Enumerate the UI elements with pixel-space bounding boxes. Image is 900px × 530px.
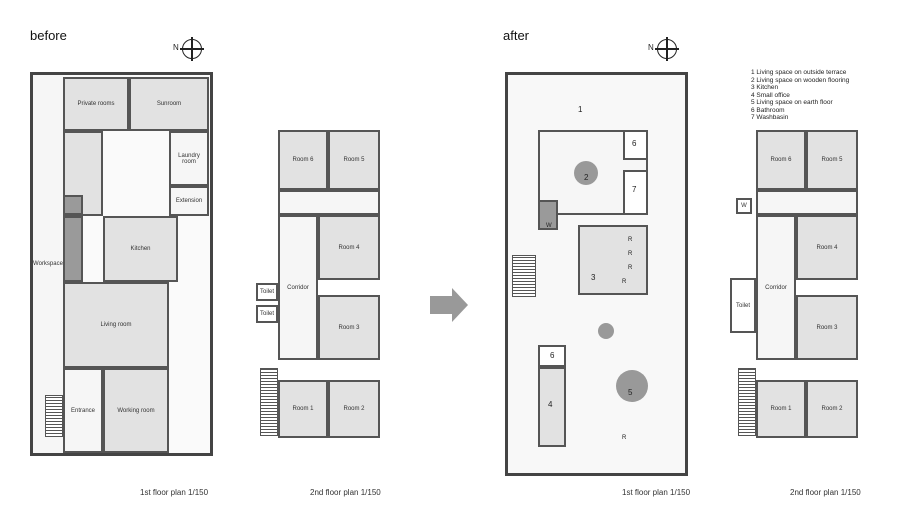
- label-r: R: [628, 265, 633, 271]
- corridor: Corridor: [278, 215, 318, 360]
- label-1: 1: [578, 105, 583, 114]
- legend: 1 Living space on outside terrace 2 Livi…: [751, 69, 849, 122]
- legend-item: 2 Living space on wooden flooring: [751, 76, 850, 84]
- room-sunroom: Sunroom: [129, 77, 209, 131]
- label-w: W: [546, 223, 552, 229]
- storage: [63, 216, 83, 282]
- table: [616, 370, 648, 402]
- legend-item: 1 Living space on outside terrace: [751, 69, 847, 76]
- room-5: Room 5: [806, 130, 858, 190]
- north-compass-icon: N: [173, 37, 204, 61]
- label-2: 2: [584, 173, 589, 182]
- stairs: [45, 395, 63, 437]
- toilet: Toilet: [730, 278, 756, 333]
- room-kitchen: Kitchen: [103, 216, 178, 282]
- bathroom: [623, 130, 648, 160]
- label-4: 4: [548, 400, 553, 409]
- hallway: [278, 190, 380, 215]
- before-first-floor-plan: Workspace Private rooms Sunroom Laundry …: [30, 72, 213, 456]
- corridor: Corridor: [756, 215, 796, 360]
- after-second-floor-plan: Room 6 Room 5 W Room 4 Corridor Toilet R…: [728, 128, 863, 440]
- room-4: Room 4: [318, 215, 380, 280]
- kitchen: [578, 225, 648, 295]
- room-2: Room 2: [328, 380, 380, 438]
- after-heading: after: [503, 28, 530, 43]
- hallway: [756, 190, 858, 215]
- room-1: Room 1: [278, 380, 328, 438]
- before-first-floor-caption: 1st floor plan 1/150: [140, 488, 209, 497]
- room-4: Room 4: [796, 215, 858, 280]
- storage: [538, 200, 558, 230]
- legend-item: 4 Small office: [751, 91, 790, 99]
- label-3: 3: [591, 273, 596, 282]
- toilet: Toilet: [256, 283, 278, 301]
- legend-item: 7 Washbasin: [751, 114, 789, 121]
- label-5: 5: [628, 388, 633, 397]
- washbasin: [623, 170, 648, 215]
- room-extension: Extension: [169, 186, 209, 216]
- table: [598, 323, 614, 339]
- room-1: Room 1: [756, 380, 806, 438]
- label-7: 7: [632, 185, 637, 194]
- bathroom-small: [538, 345, 566, 367]
- room-workspace: Workspace: [33, 75, 63, 453]
- label-r: R: [622, 435, 627, 441]
- label-6: 6: [632, 139, 637, 148]
- legend-item: 3 Kitchen: [751, 84, 779, 91]
- room-3: Room 3: [796, 295, 858, 360]
- arrow-right-icon: [430, 288, 468, 322]
- after-first-floor-caption: 1st floor plan 1/150: [622, 488, 691, 497]
- room-entrance: Entrance: [63, 368, 103, 453]
- storage: [63, 195, 83, 215]
- room-6: Room 6: [756, 130, 806, 190]
- label-r: R: [622, 279, 627, 285]
- stairs: [512, 255, 536, 297]
- after-second-floor-caption: 2nd floor plan 1/150: [790, 488, 861, 497]
- legend-item: 5 Living space on earth floor: [751, 99, 833, 106]
- legend-item: 6 Bathroom: [751, 106, 785, 114]
- table: [574, 161, 598, 185]
- room-private-rooms: Private rooms: [63, 77, 129, 131]
- label-6: 6: [550, 351, 555, 360]
- north-compass-icon: N: [648, 37, 679, 61]
- room-5: Room 5: [328, 130, 380, 190]
- label-r: R: [628, 251, 633, 257]
- before-second-floor-caption: 2nd floor plan 1/150: [310, 488, 381, 497]
- room-laundry: Laundry room: [169, 131, 209, 186]
- washer: W: [736, 198, 752, 214]
- after-first-floor-plan: 1 2 3 4 5 6 7 6 W R R R R R: [505, 72, 688, 476]
- room-working: Working room: [103, 368, 169, 453]
- room-6: Room 6: [278, 130, 328, 190]
- stairs: [260, 368, 278, 436]
- toilet: Toilet: [256, 305, 278, 323]
- before-second-floor-plan: Room 6 Room 5 Room 4 Corridor Toilet Toi…: [250, 128, 385, 440]
- room-2: Room 2: [806, 380, 858, 438]
- room-living: Living room: [63, 282, 169, 368]
- small-office: [538, 367, 566, 447]
- before-heading: before: [30, 28, 67, 43]
- stairs: [738, 368, 756, 436]
- room-3: Room 3: [318, 295, 380, 360]
- label-r: R: [628, 237, 633, 243]
